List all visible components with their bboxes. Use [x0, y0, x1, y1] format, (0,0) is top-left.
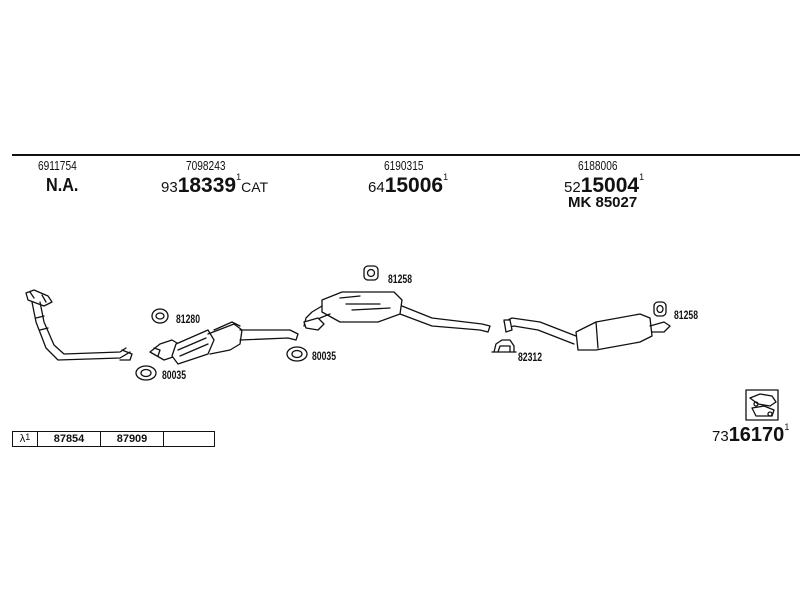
part-sup-3: 1: [443, 172, 449, 182]
middle-muffler: [303, 291, 491, 333]
mount-81258-middle: [363, 265, 379, 281]
part-sup-2: 1: [236, 172, 242, 182]
mount-81280: [151, 308, 169, 324]
reference-main: 16170: [728, 424, 785, 446]
part-sup-4: 1: [639, 172, 645, 182]
oem-number-2: 7098243: [186, 158, 226, 173]
reference-sup: 1: [784, 422, 790, 432]
part-main-3: 15006: [384, 174, 444, 197]
mount-81258-rear: [653, 301, 667, 317]
reference-prefix: 73: [712, 428, 729, 445]
lambda-value-3: [164, 432, 214, 446]
part-suffix-2: CAT: [241, 179, 269, 195]
mk-kit-number: MK 85027: [568, 194, 637, 211]
part-prefix-3: 64: [368, 179, 385, 196]
lambda-symbol: λ: [19, 433, 26, 445]
callout-81258-rear: 81258: [674, 308, 699, 322]
clamp-82312: [491, 339, 517, 353]
callout-80035-right: 80035: [312, 349, 337, 363]
callout-81280: 81280: [176, 312, 201, 326]
diagram-reference-number: 73161701: [712, 422, 790, 447]
part-prefix-4: 52: [564, 179, 581, 196]
mk-value: 85027: [595, 194, 638, 211]
part-number-2: 93183391CAT: [161, 172, 269, 198]
front-pipe: [25, 289, 133, 361]
part-main-2: 18339: [177, 174, 237, 197]
callout-82312: 82312: [518, 350, 543, 364]
oem-number-1: 6911754: [38, 158, 77, 173]
part-number-3: 64150061: [368, 172, 449, 198]
part-main-4: 15004: [580, 174, 640, 197]
rear-silencer: [503, 313, 671, 351]
part-na-label: N.A.: [46, 175, 79, 195]
part-prefix-2: 93: [161, 179, 178, 196]
callout-81258-middle: 81258: [388, 272, 413, 286]
gasket-80035-right: [286, 346, 308, 362]
part-number-4: 52150041: [564, 172, 645, 198]
lambda-symbol-sup: 1: [25, 432, 31, 442]
oem-number-3: 6190315: [384, 158, 424, 173]
lambda-value-2: 87909: [101, 432, 164, 446]
header-divider: [12, 154, 800, 156]
gasket-80035-left: [135, 365, 157, 381]
catalytic-converter: [149, 321, 299, 365]
oem-number-4: 6188006: [578, 158, 618, 173]
vehicle-icon: [745, 389, 779, 421]
callout-80035-left: 80035: [162, 368, 187, 382]
lambda-value-1: 87854: [38, 432, 101, 446]
mk-label: MK: [568, 194, 592, 211]
